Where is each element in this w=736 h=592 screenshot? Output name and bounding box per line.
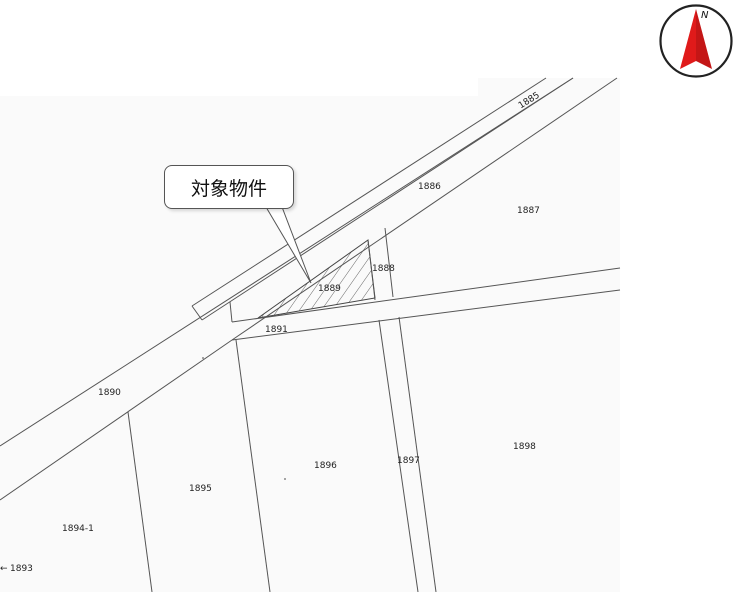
parcel-label-1898: 1898 [513,442,536,452]
map-sheet-top [478,78,620,98]
parcel-label-1889: 1889 [318,284,341,294]
compass-north-label: N [701,10,709,21]
parcel-label-1896: 1896 [314,461,337,471]
compass-needle-left [680,9,696,69]
compass-needle-shade [696,9,712,69]
map-sheet [0,96,620,592]
parcel-label-1895: 1895 [189,484,212,494]
boundary-1894-1895 [127,411,153,592]
road-1891-edge-lower [231,289,621,341]
parcel-label-1887: 1887 [517,206,540,216]
road-1885-edge-upper [191,77,547,307]
parcel-label-1888: 1888 [372,264,395,274]
parcel-label-1897: 1897 [397,456,420,466]
boundary-1895-1896 [235,339,271,592]
north-compass-icon: N [659,4,733,78]
map-dot [284,478,286,480]
road-1891-west-end [229,301,233,323]
parcel-label-1886: 1886 [418,182,441,192]
road-1885-edge-lower [201,77,574,321]
callout-label: 対象物件 [190,177,267,200]
map-dot [202,357,204,359]
parcel-1888-boundary-west [367,239,376,301]
parcel-label-1891: 1891 [265,325,288,335]
road-1897-edge-west [378,319,419,592]
road-1890-edge-lower-west [0,339,233,501]
parcel-label-1894-1: 1894-1 [62,524,94,534]
target-property-callout: 対象物件 [164,165,294,209]
parcel-label-1893: 1893 [10,564,33,574]
parcel-arrow-1893: ← [0,564,8,574]
road-1891-edge-upper [231,267,621,323]
road-1890-edge-lower-east [231,77,618,341]
compass-needle-right [696,9,712,69]
road-1890-edge-upper [0,77,574,447]
parcel-label-1890: 1890 [98,388,121,398]
parcel-1888-boundary-east [384,227,394,298]
road-1897-edge-east [398,316,437,592]
